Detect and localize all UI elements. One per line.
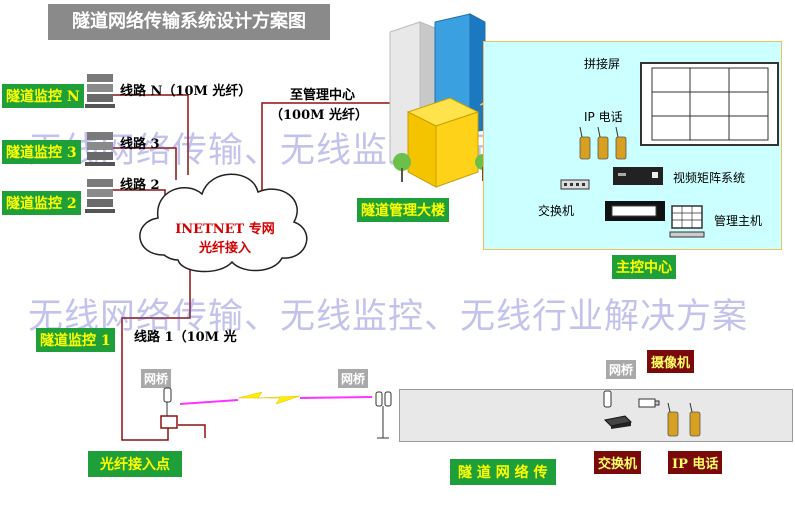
camera-label: 摄像机: [647, 350, 695, 373]
cloud-label: INETNET 专网 光纤接入: [170, 220, 280, 258]
fiber-to-switch-wire: [178, 424, 206, 438]
cloud-icon: [139, 173, 308, 273]
video-matrix-icon: [613, 167, 663, 185]
tunnel-switch-label: 交换机: [594, 451, 642, 474]
line-3-label: 线路 3: [120, 137, 160, 152]
tunnel-monitor-1-label: 隧道监控 1: [36, 328, 115, 352]
switch-label: 交换机: [538, 204, 575, 218]
line-3-wire: [112, 147, 177, 180]
tunnel-network-label: 隧 道 网 络 传: [450, 459, 556, 485]
wireless-bridge-icon: [603, 390, 612, 408]
bridge-label-1: 网桥: [141, 369, 172, 388]
uplink-label-line1: 至管理中心: [290, 88, 356, 103]
tunnel-monitor-3-label: 隧道监控 3: [2, 140, 81, 164]
line-n-wire: [110, 94, 189, 175]
wireless-bridge-icon: [375, 391, 392, 439]
line-2-label: 线路 2: [120, 178, 160, 193]
tunnel-ip-phone-label: IP 电话: [668, 451, 723, 474]
tunnel-area: [399, 389, 793, 442]
watermark-middle: 无线网络传输、无线监控、无线行业解决方案: [28, 297, 749, 337]
tunnel-monitor-2-label: 隧道监控 2: [2, 191, 81, 215]
buildings-icon: [389, 13, 490, 188]
video-wall-icon: [640, 62, 779, 146]
ip-phone-icon: [579, 126, 627, 160]
bridge-label-2: 网桥: [338, 369, 369, 388]
video-recorder-icon: [605, 201, 665, 221]
lightning-bolt-1: [237, 391, 301, 405]
control-center-label: 主控中心: [612, 255, 676, 279]
switch-icon: [560, 179, 590, 190]
server-icon: [85, 74, 115, 108]
line-n-label: 线路 N（10M 光纤）: [120, 84, 252, 99]
host-label: 管理主机: [714, 214, 763, 228]
tunnel-ip-phone-icon: [667, 402, 701, 437]
line-1-label: 线路 1（10M 光: [134, 330, 237, 345]
cloud-label-line1: INETNET 专网: [175, 222, 275, 237]
cloud-label-line2: 光纤接入: [198, 241, 251, 256]
camera-icon: [638, 398, 660, 408]
bridge-label-3: 网桥: [606, 360, 637, 379]
computer-icon: [669, 205, 705, 238]
video-matrix-label: 视频矩阵系统: [673, 171, 746, 185]
uplink-label-line2: （100M 光纤）: [270, 108, 369, 123]
building-label: 隧道管理大楼: [357, 198, 449, 222]
tunnel-monitor-n-label: 隧道监控 N: [2, 84, 84, 108]
server-icon: [85, 179, 115, 213]
splice-screen-label: 拼接屏: [584, 57, 621, 71]
tunnel-switch-icon: [603, 415, 633, 429]
page-title: 隧道网络传输系统设计方案图: [48, 4, 330, 40]
ip-phone-label: IP 电话: [584, 110, 623, 124]
wireless-bridge-icon: [160, 387, 178, 429]
line-1-wire: [121, 248, 191, 441]
server-icon: [85, 132, 115, 166]
fiber-access-label: 光纤接入点: [88, 451, 182, 477]
